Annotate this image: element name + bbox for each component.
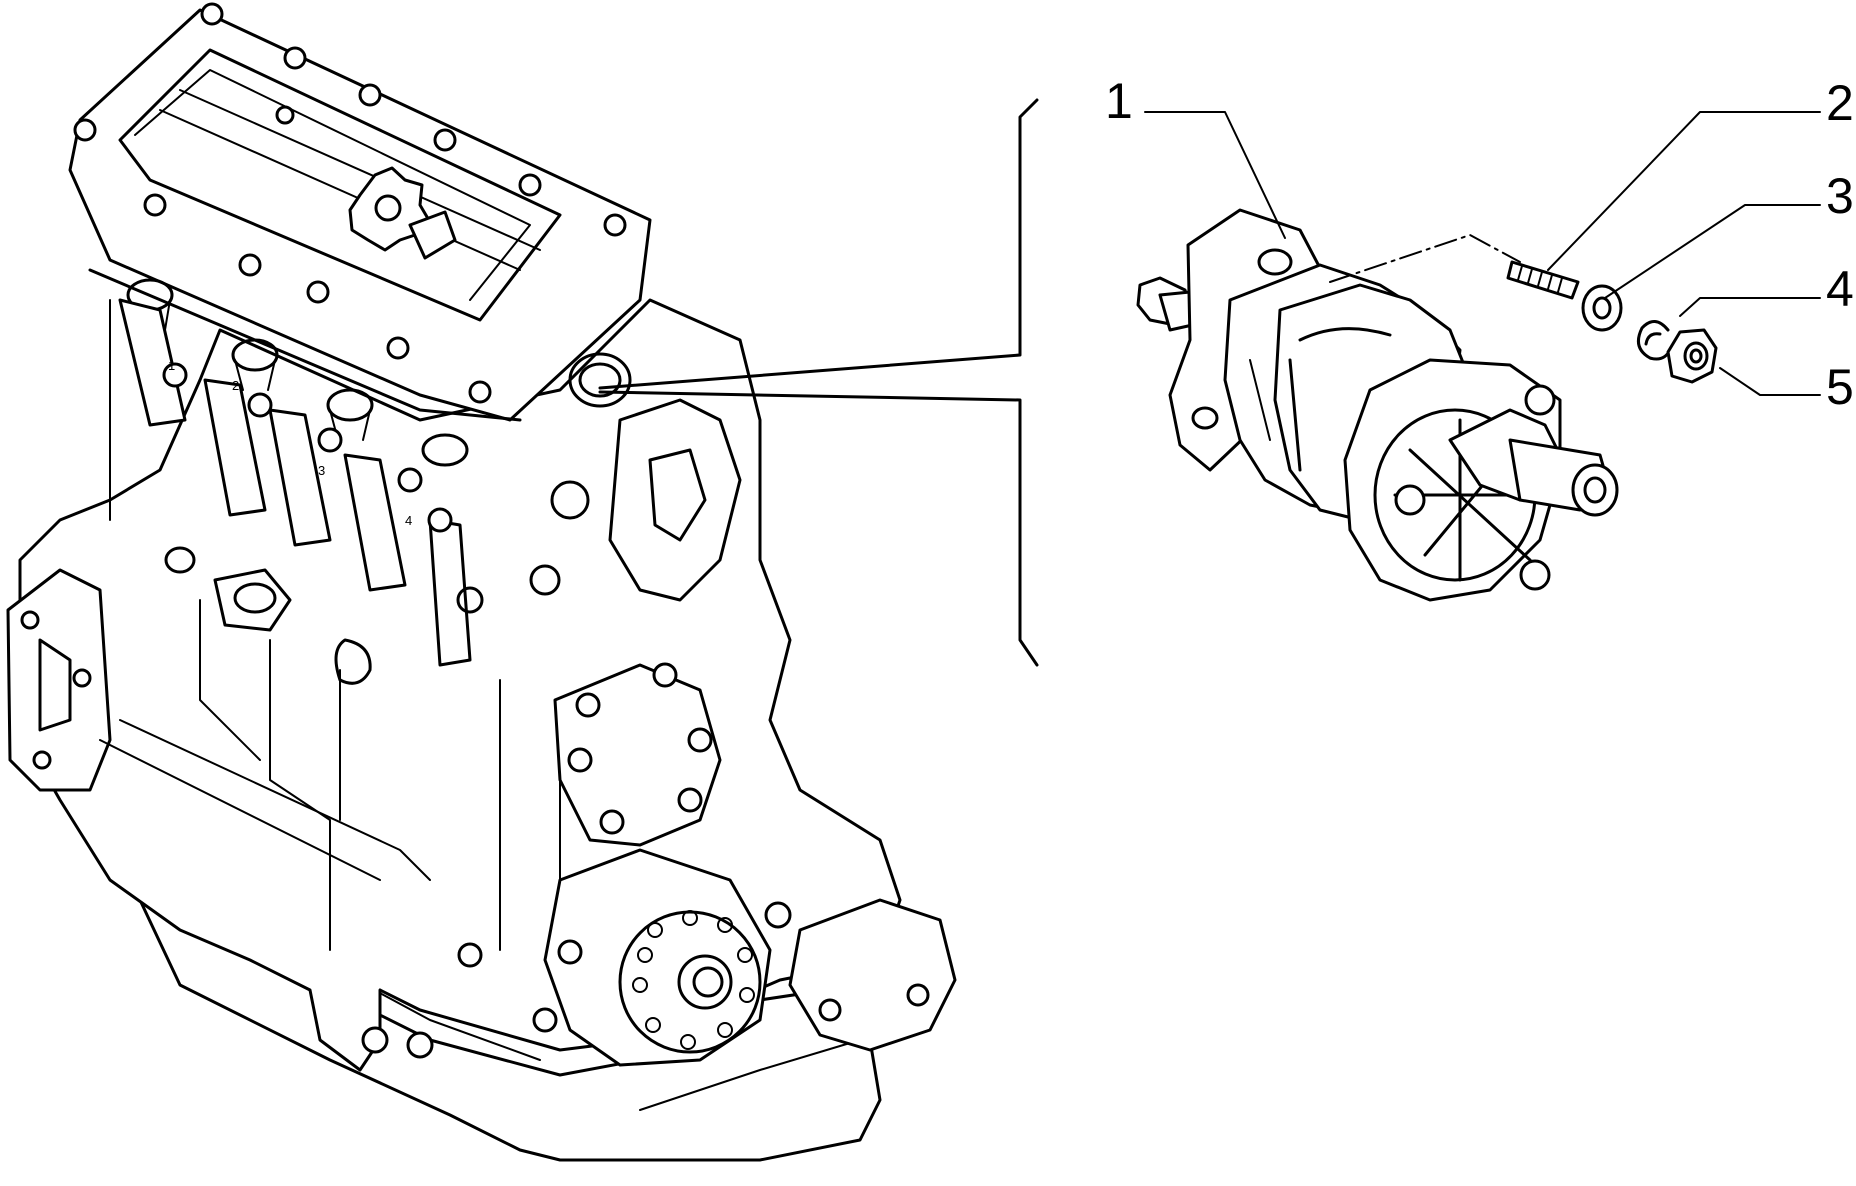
callout-leaders	[1144, 111, 1821, 396]
callout-5: 5	[1826, 359, 1854, 415]
cylinder-mark-1: 1	[168, 358, 175, 373]
callout-1: 1	[1105, 73, 1133, 129]
callout-4: 4	[1826, 261, 1854, 317]
spring-washer-drawing	[1636, 320, 1672, 361]
callout-2: 2	[1826, 75, 1854, 131]
vacuum-pump-drawing	[1136, 208, 1619, 602]
bracket-leader	[598, 98, 1039, 667]
cylinder-mark-2: 2	[232, 378, 239, 393]
callout-3: 3	[1826, 168, 1854, 224]
cylinder-mark-3: 3	[318, 463, 325, 478]
hex-nut-drawing	[1666, 328, 1718, 384]
cylinder-mark-4: 4	[405, 513, 412, 528]
axis-line	[1329, 234, 1521, 283]
flat-washer-drawing	[1581, 284, 1623, 332]
engine-block-drawing: 1 2 3 4	[6, 2, 957, 1162]
stud-bolt-drawing	[1506, 260, 1580, 300]
